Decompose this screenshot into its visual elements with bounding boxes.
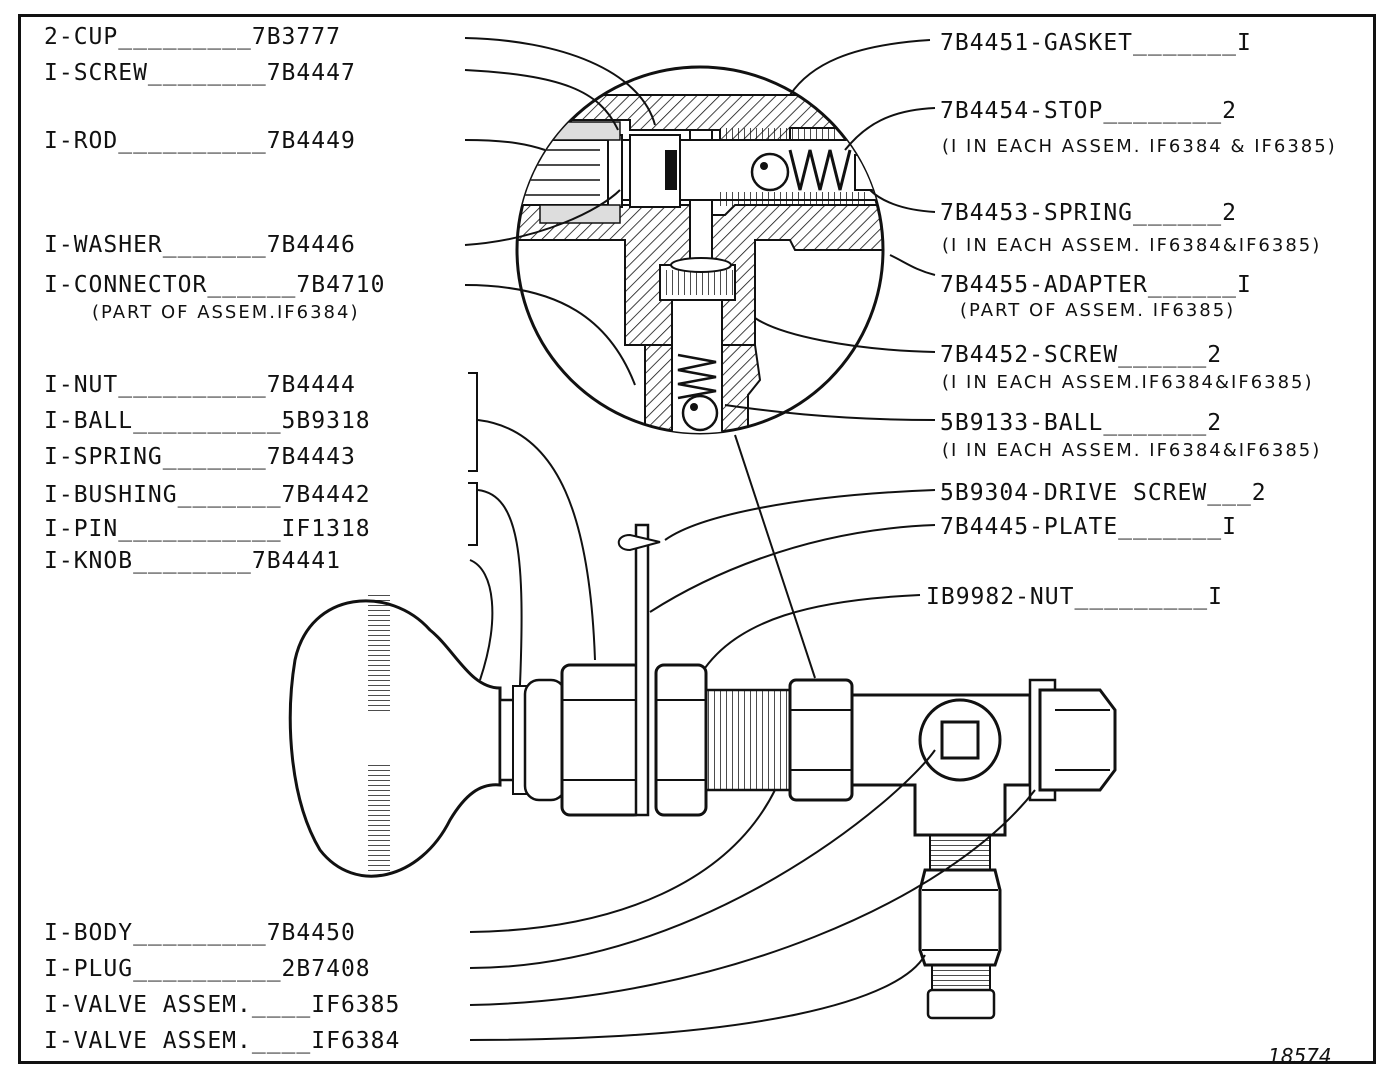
leader-lines — [464, 37, 1036, 1041]
plate — [634, 523, 650, 817]
bore-spring — [677, 353, 717, 400]
border-frame — [18, 14, 1376, 1064]
label-cup: 2-CUP_________7B3777 — [44, 24, 341, 50]
label-bushing: I-BUSHING_______7B4442 — [44, 482, 371, 508]
valve-assembly — [288, 523, 1117, 1020]
label-plug: I-PLUG__________2B7408 — [44, 956, 371, 982]
knob — [288, 599, 502, 878]
bracket-bushing-group — [468, 482, 478, 546]
note-stop: (I IN EACH ASSEM. IF6384 & IF6385) — [942, 136, 1337, 157]
note-adapter: (PART OF ASSEM. IF6385) — [960, 300, 1236, 321]
label-spring-right: 7B4453-SPRING______2 — [940, 200, 1237, 226]
label-spring: I-SPRING_______7B4443 — [44, 444, 356, 470]
note-ball: (I IN EACH ASSEM. IF6384&IF6385) — [942, 440, 1322, 461]
valve-assem-right — [1038, 688, 1117, 792]
label-drive-screw: 5B9304-DRIVE SCREW___2 — [940, 480, 1267, 506]
label-adapter: 7B4455-ADAPTER______I — [940, 272, 1252, 298]
label-stop: 7B4454-STOP________2 — [940, 98, 1237, 124]
label-rod: I-ROD__________7B4449 — [44, 128, 356, 154]
label-nut: I-NUT__________7B4444 — [44, 372, 356, 398]
channel-spring — [788, 149, 852, 191]
label-gasket: 7B4451-GASKET_______I — [940, 30, 1252, 56]
label-nut-right: IB9982-NUT_________I — [926, 584, 1223, 610]
label-washer: I-WASHER_______7B4446 — [44, 232, 356, 258]
note-connector: (PART OF ASSEM.IF6384) — [92, 302, 360, 323]
drive-screw — [617, 533, 661, 552]
nut-hex — [560, 663, 644, 817]
bore-ball — [681, 394, 719, 432]
label-valve-assem-1: I-VALVE ASSEM.____IF6385 — [44, 992, 401, 1018]
valve-assem-bottom — [918, 868, 1002, 967]
channel-ball — [750, 152, 790, 192]
label-plate: 7B4445-PLATE_______I — [940, 514, 1237, 540]
jam-nut — [654, 663, 708, 817]
note-spring: (I IN EACH ASSEM. IF6384&IF6385) — [942, 235, 1322, 256]
label-ball: I-BALL__________5B9318 — [44, 408, 371, 434]
bracket-nut-group — [468, 372, 478, 472]
label-body: I-BODY_________7B4450 — [44, 920, 356, 946]
knob-grip-bottom — [368, 765, 390, 875]
figure-number: 18574 — [1268, 1044, 1332, 1068]
cross-section-detail — [515, 65, 885, 435]
knob-grip-top — [368, 595, 390, 715]
label-connector: I-CONNECTOR______7B4710 — [44, 272, 386, 298]
label-screw-right: 7B4452-SCREW______2 — [940, 342, 1223, 368]
nut-left-cap — [523, 678, 567, 802]
label-pin: I-PIN___________IF1318 — [44, 516, 371, 542]
note-screw: (I IN EACH ASSEM.IF6384&IF6385) — [942, 372, 1314, 393]
cup-left — [607, 134, 623, 208]
label-valve-assem-2: I-VALVE ASSEM.____IF6384 — [44, 1028, 401, 1054]
adapter-hex — [788, 678, 854, 802]
plug — [940, 720, 980, 760]
threaded-body — [704, 688, 793, 792]
label-knob: I-KNOB________7B4441 — [44, 548, 341, 574]
label-screw: I-SCREW________7B4447 — [44, 60, 356, 86]
label-ball-right: 5B9133-BALL_______2 — [940, 410, 1223, 436]
